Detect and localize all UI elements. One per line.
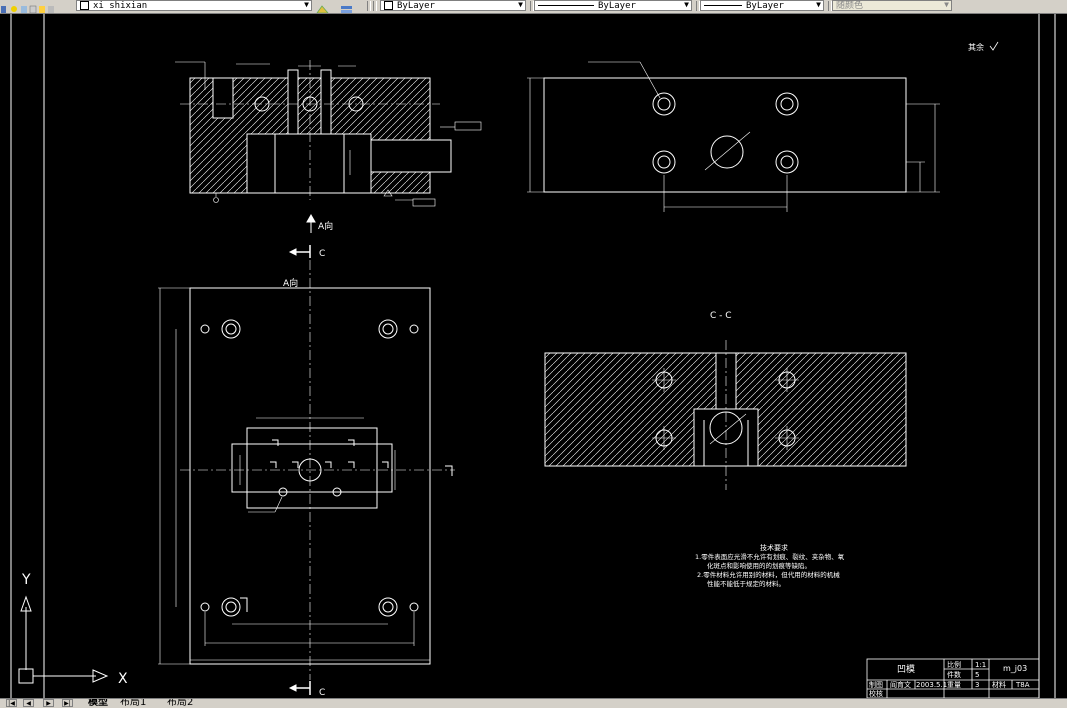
ucs-y-label: Y — [21, 572, 31, 588]
chevron-down-icon[interactable]: ▼ — [684, 0, 689, 9]
top-view — [527, 61, 940, 212]
tech-line-3: 2.零件材料允许用别的材料，但代用的材料的机械 — [697, 570, 840, 579]
tb-qty-label: 件数 — [947, 670, 961, 679]
lineweight-value: ByLayer — [746, 1, 784, 11]
front-section-view — [175, 60, 482, 207]
chevron-down-icon: ▼ — [944, 0, 949, 9]
tb-weight-label: 重量 — [947, 681, 961, 689]
color-combo[interactable]: ByLayer ▼ — [380, 0, 526, 11]
drawing-border — [10, 14, 1056, 698]
tab-model[interactable]: 模型 — [88, 698, 108, 708]
first-tab-icon[interactable]: |◀ — [6, 699, 17, 707]
tb-part-name: 凹模 — [897, 664, 915, 675]
last-tab-icon[interactable]: ▶| — [62, 699, 73, 707]
linetype-combo[interactable]: ByLayer ▼ — [534, 0, 692, 11]
lineweight-preview — [704, 5, 742, 6]
linetype-preview — [538, 5, 594, 6]
color-value: ByLayer — [397, 1, 435, 11]
plan-view-a — [158, 260, 455, 680]
ucs-icon — [18, 595, 109, 684]
title-block — [866, 658, 1040, 698]
section-title: C - C — [710, 311, 732, 321]
tab-layout1[interactable]: 布局1 — [120, 698, 147, 708]
section-view-c-c — [544, 340, 907, 490]
drawing-canvas[interactable]: A向 其余 C C A向 — [0, 14, 1067, 698]
view-direction-arrow-a — [306, 213, 316, 233]
make-current-icon[interactable] — [316, 0, 330, 13]
color-swatch-icon — [384, 1, 393, 10]
section-marker-c — [288, 245, 311, 695]
tb-qty-value: 5 — [975, 671, 979, 679]
layer-name: xi shixian — [93, 1, 148, 11]
plotstyle-combo: 随颜色 ▼ — [832, 0, 952, 11]
tech-line-2: 化斑点和影响使用的的划痕等缺陷。 — [707, 561, 811, 570]
tb-drawing-no: m_j03 — [1003, 664, 1027, 673]
chevron-down-icon[interactable]: ▼ — [518, 0, 523, 9]
lineweight-combo[interactable]: ByLayer ▼ — [700, 0, 824, 11]
ucs-x-label: X — [118, 671, 128, 687]
label-a-direction: A向 — [318, 220, 333, 232]
plotstyle-value: 随颜色 — [836, 1, 864, 11]
tb-scale-value: 1:1 — [975, 661, 986, 669]
surface-note: 其余 — [968, 42, 984, 52]
tech-title: 技术要求 — [760, 543, 788, 552]
technical-requirements: 技术要求 1.零件表面应光滑不允许有划痕、裂纹、夹杂物、氧 化斑点和影响使用的的… — [695, 543, 845, 588]
tb-designer: 阎育文 — [890, 680, 911, 689]
prev-tab-icon[interactable]: ◀ — [23, 699, 34, 707]
tech-line-1: 1.零件表面应光滑不允许有划痕、裂纹、夹杂物、氧 — [695, 552, 845, 561]
tech-line-4: 性能不能低于规定的材料。 — [707, 579, 785, 588]
layer-state-icon[interactable] — [0, 0, 8, 13]
next-tab-icon[interactable]: ▶ — [43, 699, 54, 707]
label-a-view: A向 — [283, 277, 298, 289]
properties-toolbar: xi shixian ▼ ByLayer ▼ ByLayer ▼ ByLayer… — [0, 0, 1067, 14]
tb-material-label: 材料 — [992, 680, 1006, 689]
layer-color-swatch-icon — [80, 1, 89, 10]
tb-material-value: T8A — [1015, 681, 1030, 689]
layer-combo[interactable]: xi shixian ▼ — [76, 0, 312, 11]
roughness-symbol-icon — [989, 41, 999, 51]
tb-drawn-label: 制图 — [869, 680, 883, 689]
tb-scale-label: 比例 — [947, 660, 961, 669]
layout-tab-bar: |◀ ◀ ▶ ▶| 模型 布局1 布局2 — [0, 698, 1067, 708]
linetype-value: ByLayer — [598, 1, 636, 11]
tab-layout2[interactable]: 布局2 — [167, 698, 194, 708]
layer-status-icons — [10, 0, 74, 13]
chevron-down-icon[interactable]: ▼ — [304, 0, 309, 9]
tb-weight-value: 3 — [975, 681, 979, 689]
tb-check-label: 校核 — [869, 689, 883, 698]
layer-previous-icon[interactable] — [340, 0, 354, 13]
tb-date: 2003.5.1 — [916, 681, 947, 689]
chevron-down-icon[interactable]: ▼ — [816, 0, 821, 9]
label-c-bottom: C — [319, 688, 325, 698]
label-c-top: C — [319, 249, 325, 259]
